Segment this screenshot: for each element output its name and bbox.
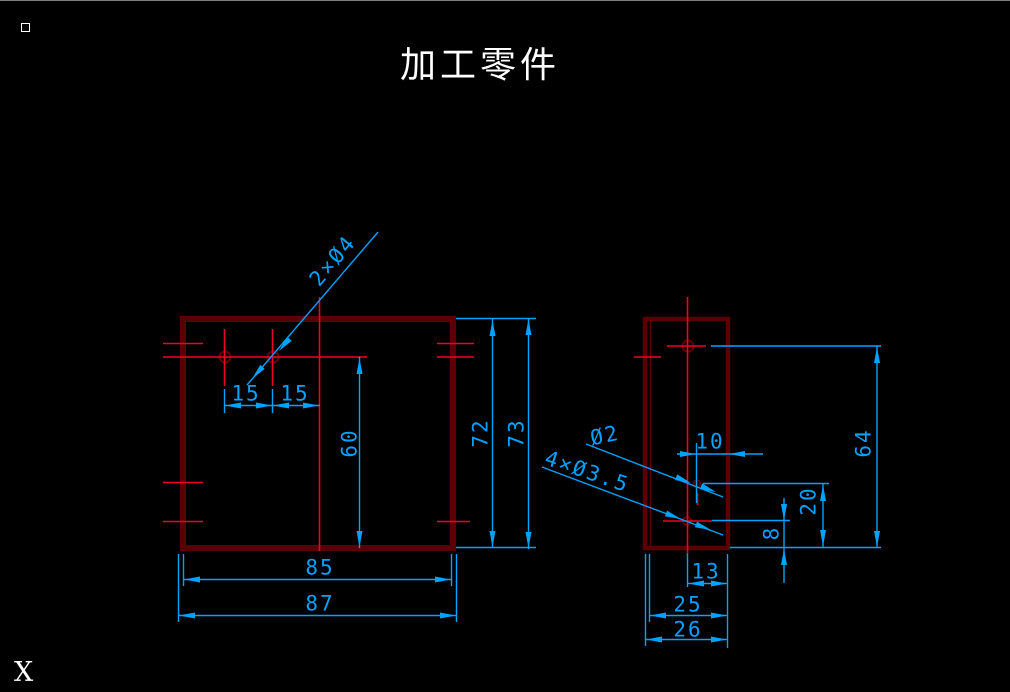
dimension-arrowhead-entity[interactable] [711, 636, 727, 643]
dim-label-72[interactable]: 72 [468, 418, 493, 448]
dim-label-73[interactable]: 73 [504, 418, 529, 448]
dimension-arrowhead-entity[interactable] [273, 402, 289, 409]
dim-label-87[interactable]: 87 [305, 591, 335, 616]
dimension-arrowhead-entity[interactable] [252, 364, 265, 379]
dimension-arrowhead-entity[interactable] [356, 531, 363, 547]
dimension-arrowhead-entity[interactable] [179, 612, 195, 619]
dimension-arrowhead-entity[interactable] [874, 531, 880, 547]
dimension-arrowhead-entity[interactable] [440, 612, 456, 619]
dimension-arrowhead-entity[interactable] [675, 474, 691, 483]
dimension-arrowhead-entity[interactable] [680, 451, 696, 457]
dimension-arrowhead-entity[interactable] [650, 612, 666, 619]
dimension-arrowhead-entity[interactable] [694, 521, 711, 530]
dim-label-15-right[interactable]: 15 [280, 381, 310, 406]
leader-phi2[interactable] [585, 443, 724, 498]
dimension-arrowheads[interactable] [179, 319, 880, 643]
dimension-arrowhead-entity[interactable] [700, 483, 716, 492]
ucs-x-axis-label: X [14, 657, 34, 688]
dimension-arrowhead-entity[interactable] [525, 532, 532, 548]
dimension-arrowhead-entity[interactable] [435, 576, 451, 583]
front-view-outline[interactable] [180, 316, 456, 551]
leader-2x04[interactable] [246, 231, 379, 386]
window-top-border [0, 0, 1010, 1]
dimension-arrowhead-entity[interactable] [729, 451, 745, 457]
dimension-arrowhead-entity[interactable] [356, 358, 363, 374]
dimension-arrowhead-entity[interactable] [303, 402, 319, 409]
centerlines[interactable] [163, 297, 712, 554]
dim-label-26[interactable]: 26 [673, 617, 703, 642]
dimension-arrowhead-entity[interactable] [184, 576, 200, 583]
dimension-arrowhead-entity[interactable] [279, 336, 292, 351]
dimension-arrowhead-entity[interactable] [820, 485, 826, 501]
side-view-outline[interactable] [642, 316, 731, 551]
dim-label-20[interactable]: 20 [796, 486, 821, 516]
dimension-arrowhead-entity[interactable] [489, 531, 496, 547]
dim-label-10[interactable]: 10 [695, 429, 725, 454]
dimension-arrowhead-entity[interactable] [874, 347, 880, 363]
dim-label-15-left[interactable]: 15 [231, 381, 261, 406]
dim-label-8[interactable]: 8 [759, 525, 784, 541]
dimension-lines[interactable] [177, 231, 881, 648]
dim-label-85[interactable]: 85 [305, 555, 335, 580]
dimension-arrowhead-entity[interactable] [781, 504, 787, 520]
dimension-arrowhead-entity[interactable] [781, 549, 787, 565]
dim-label-13[interactable]: 13 [691, 559, 721, 584]
dim-label-60[interactable]: 60 [337, 428, 362, 458]
dimension-arrowhead-entity[interactable] [820, 530, 826, 546]
leader-4x35[interactable] [541, 466, 724, 536]
dim-label-25[interactable]: 25 [673, 592, 703, 617]
dimension-arrowhead-entity[interactable] [646, 636, 662, 643]
dimension-arrowhead-entity[interactable] [711, 580, 727, 587]
dimension-arrowhead-entity[interactable] [688, 580, 704, 587]
dim-label-64[interactable]: 64 [851, 428, 876, 458]
dimension-arrowhead-entity[interactable] [489, 320, 496, 336]
blip-marker-square [21, 23, 30, 32]
part-outlines[interactable] [180, 316, 731, 551]
drawing-title[interactable]: 加工零件 [399, 45, 561, 85]
dimension-arrowhead-entity[interactable] [225, 402, 241, 409]
dimension-arrowhead-entity[interactable] [256, 402, 272, 409]
dimension-arrowhead-entity[interactable] [664, 510, 681, 519]
dimension-arrowhead-entity[interactable] [525, 319, 532, 335]
dimension-arrowhead-entity[interactable] [711, 612, 727, 619]
